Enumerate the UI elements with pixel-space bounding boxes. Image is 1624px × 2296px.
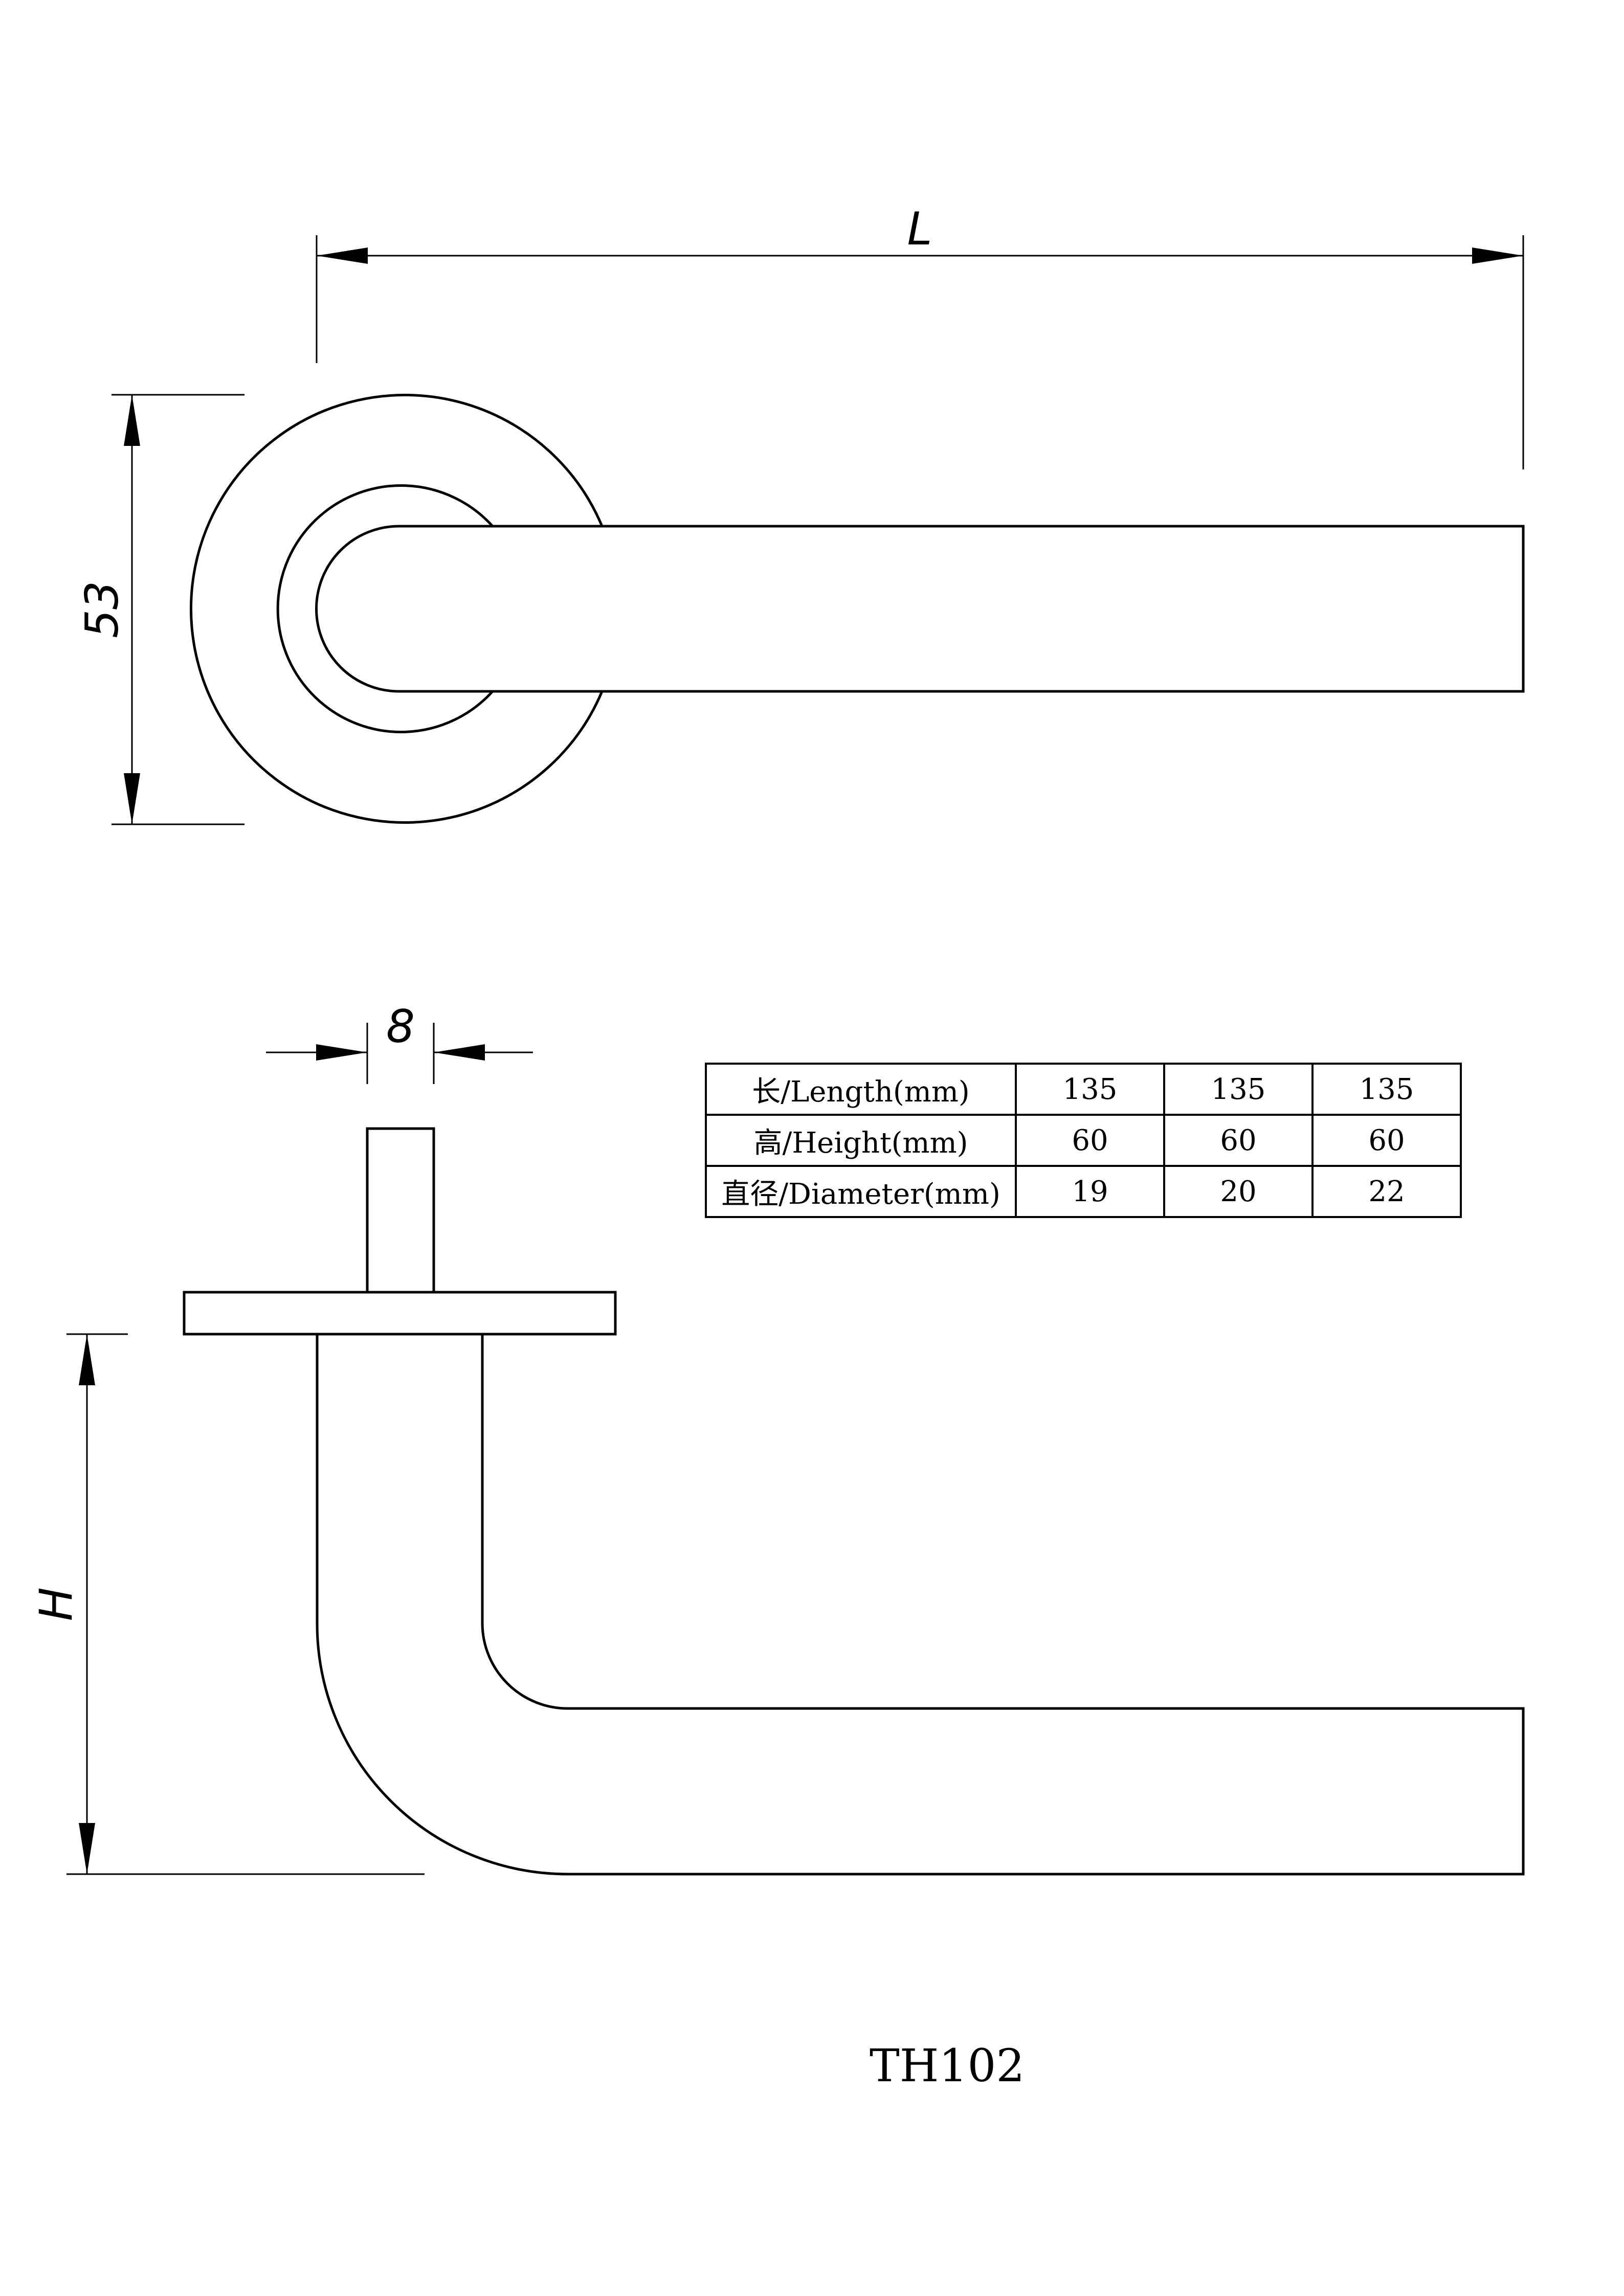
rose-arrow-bottom	[124, 773, 140, 824]
height-row-label: 高/Height(mm)	[705, 1114, 1017, 1167]
table-row: 长/Length(mm) 135 135 135	[705, 1063, 1462, 1116]
spindle-arrow-right	[434, 1044, 485, 1061]
lever-bar-top-view	[315, 525, 1525, 693]
height-arrow-top	[79, 1334, 95, 1385]
height-dimension: H	[30, 1333, 425, 1875]
spindle-dimension: 8	[266, 1000, 533, 1084]
rose-inner-circle	[276, 484, 494, 733]
length-arrow-right	[1472, 247, 1523, 264]
spindle-label: 8	[386, 1000, 415, 1053]
table-cell: 135	[1163, 1063, 1314, 1116]
rose-plate	[183, 1291, 617, 1336]
rose-arrow-top	[124, 395, 140, 446]
spindle	[366, 1127, 435, 1294]
height-label: H	[30, 1587, 82, 1621]
spindle-arrow-left	[316, 1044, 367, 1061]
length-label: L	[907, 202, 932, 255]
lever-side-view	[316, 1334, 1525, 1876]
model-code: TH102	[870, 2039, 1025, 2092]
rose-diameter-dimension: 53	[76, 394, 244, 825]
table-cell: 60	[1311, 1114, 1462, 1167]
length-dimension: L	[316, 202, 1524, 469]
table-row: 直径/Diameter(mm) 19 20 22	[705, 1165, 1462, 1218]
spec-table: 长/Length(mm) 135 135 135 高/Height(mm) 60…	[705, 1063, 1462, 1218]
table-cell: 22	[1311, 1165, 1462, 1218]
rose-outer-circle	[190, 394, 604, 824]
table-cell: 135	[1015, 1063, 1165, 1116]
height-arrow-bottom	[79, 1823, 95, 1874]
side-view	[183, 1127, 1525, 1876]
table-cell: 135	[1311, 1063, 1462, 1116]
table-cell: 20	[1163, 1165, 1314, 1218]
rose-diameter-label: 53	[76, 581, 128, 638]
table-cell: 19	[1015, 1165, 1165, 1218]
table-cell: 60	[1163, 1114, 1314, 1167]
table-cell: 60	[1015, 1114, 1165, 1167]
length-arrow-left	[317, 247, 368, 264]
length-row-label: 长/Length(mm)	[705, 1063, 1017, 1116]
table-row: 高/Height(mm) 60 60 60	[705, 1114, 1462, 1167]
diameter-row-label: 直径/Diameter(mm)	[705, 1165, 1017, 1218]
top-view	[190, 394, 1525, 824]
